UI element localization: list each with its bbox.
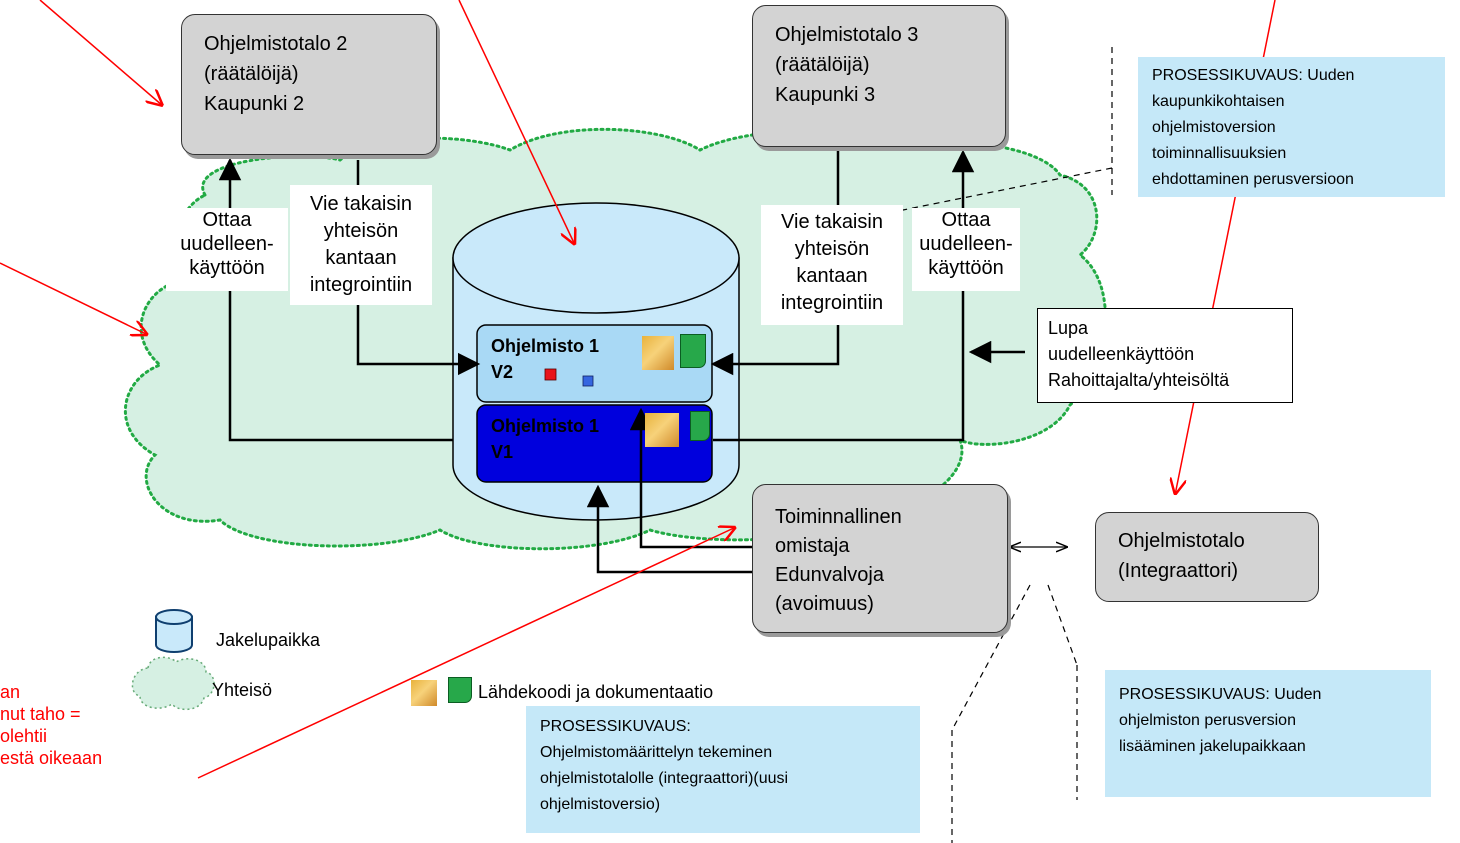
ohjelmistotalo-2-line-2: (räätälöijä) [204,63,299,85]
legend-cylinder-icon [155,609,193,653]
source-code-icon-v2 [642,336,674,370]
toiminnallinen-line-2: omistaja [775,535,850,557]
process-note-top-right-line-4: toiminnallisuuksien [1152,145,1287,162]
legend-yhteiso-label: Yhteisö [212,680,273,700]
ohjelmistotalo-3-line-2: (räätälöijä) [775,54,870,76]
source-code-icon-v1 [645,413,679,447]
vie-left-line-1: Vie takaisin [310,193,412,215]
process-note-bottom-center-line-3: ohjelmistotalolle (integraattori)(uusi [540,770,789,787]
process-note-top-right-line-2: kaupunkikohtaisen [1152,93,1285,110]
process-note-bottom-center-line-1: PROSESSIKUVAUS: [540,718,691,735]
process-note-top-right-line-3: ohjelmistoversion [1152,119,1276,136]
process-note-bottom-center-line-2: Ohjelmistomäärittelyn tekeminen [540,744,773,761]
vie-left-line-3: kantaan [325,247,397,269]
lupa-line-2: uudelleenkäyttöön [1048,344,1195,364]
ohjelmistotalo-3-box: Ohjelmistotalo 3 (räätälöijä) Kaupunki 3 [752,5,1006,147]
legend-lahdekoodi-label: Lähdekoodi ja dokumentaatio [478,682,714,702]
process-note-bottom-center-line-4: ohjelmistoversio) [540,796,661,813]
red-square-marker [544,368,557,381]
vie-left-label: Vie takaisin yhteisön kantaan integroint… [290,185,432,305]
documentation-icon-v1 [690,411,710,441]
process-note-bottom-right-line-3: lisääminen jakelupaikkaan [1119,738,1306,755]
toiminnallinen-line-4: (avoimuus) [775,593,874,615]
vie-left-line-2: yhteisön [323,220,399,242]
ottaa-right-line-2: uudelleen- [919,233,1013,255]
legend-documentation-icon [448,677,472,703]
ottaa-left-line-2: uudelleen- [180,233,274,255]
integraattori-line-1: Ohjelmistotalo [1118,530,1245,552]
software-v1-line-2: V1 [491,442,514,462]
ottaa-left-line-3: käyttöön [189,257,265,279]
lupa-box: Lupa uudelleenkäyttöön Rahoittajalta/yht… [1037,308,1293,403]
toiminnallinen-line-1: Toiminnallinen [775,506,902,528]
red-annotation-line-1: an [0,682,21,702]
ottaa-left-label: Ottaa uudelleen- käyttöön [166,208,288,291]
software-v1-line-1: Ohjelmisto 1 [491,416,600,436]
process-note-bottom-right-line-2: ohjelmiston perusversion [1119,712,1296,729]
ohjelmistotalo-2-line-1: Ohjelmistotalo 2 [204,33,348,55]
vie-right-label: Vie takaisin yhteisön kantaan integroint… [761,205,903,325]
legend-source-code-icon [411,680,437,706]
software-v2-line-2: V2 [491,362,514,382]
process-note-top-right-line-1: PROSESSIKUVAUS: Uuden [1152,67,1355,84]
red-annotation-line-3: olehtii [0,726,48,746]
toiminnallinen-line-3: Edunvalvoja [775,564,884,586]
software-v2-label: Ohjelmisto 1 V2 [477,325,637,402]
software-v1-label: Ohjelmisto 1 V1 [477,405,637,482]
vie-left-line-4: integrointiin [309,274,413,296]
blue-square-marker [582,375,594,387]
ottaa-left-line-1: Ottaa [202,209,252,231]
legend-jakelupaikka-label: Jakelupaikka [216,630,321,650]
documentation-icon-v2 [680,334,706,368]
dashed-connectors [892,47,1113,843]
ottaa-right-line-3: käyttöön [928,257,1004,279]
lupa-line-1: Lupa [1048,318,1089,338]
toiminnallinen-omistaja-box: Toiminnallinen omistaja Edunvalvoja (avo… [752,484,1008,633]
vie-right-line-4: integrointiin [780,292,884,314]
process-note-top-right: PROSESSIKUVAUS: Uuden kaupunkikohtaisen … [1138,57,1445,197]
ohjelmistotalo-3-line-1: Ohjelmistotalo 3 [775,24,919,46]
software-v2-line-1: Ohjelmisto 1 [491,336,600,356]
ohjelmistotalo-3-line-3: Kaupunki 3 [775,84,876,106]
ottaa-right-line-1: Ottaa [941,209,991,231]
ottaa-right-label: Ottaa uudelleen- käyttöön [912,208,1020,291]
red-annotation-line-2: nut taho = [0,704,81,724]
red-annotation-text: an nut taho = olehtii estä oikeaan [0,681,102,769]
process-note-bottom-center: PROSESSIKUVAUS: Ohjelmistomäärittelyn te… [526,706,920,833]
lupa-line-3: Rahoittajalta/yhteisöltä [1048,370,1230,390]
ohjelmistotalo-2-line-3: Kaupunki 2 [204,93,305,115]
vie-right-line-1: Vie takaisin [781,211,883,233]
vie-right-line-3: kantaan [796,265,868,287]
red-annotation-line-4: estä oikeaan [0,748,103,768]
legend-cloud-icon [131,656,215,711]
ohjelmistotalo-2-box: Ohjelmistotalo 2 (räätälöijä) Kaupunki 2 [181,14,437,155]
process-note-bottom-right: PROSESSIKUVAUS: Uuden ohjelmiston perusv… [1105,670,1431,797]
integraattori-box: Ohjelmistotalo (Integraattori) [1095,512,1319,602]
integraattori-line-2: (Integraattori) [1118,560,1239,582]
process-note-top-right-line-5: ehdottaminen perusversioon [1152,171,1354,188]
process-note-bottom-right-line-1: PROSESSIKUVAUS: Uuden [1119,686,1322,703]
vie-right-line-2: yhteisön [794,238,870,260]
